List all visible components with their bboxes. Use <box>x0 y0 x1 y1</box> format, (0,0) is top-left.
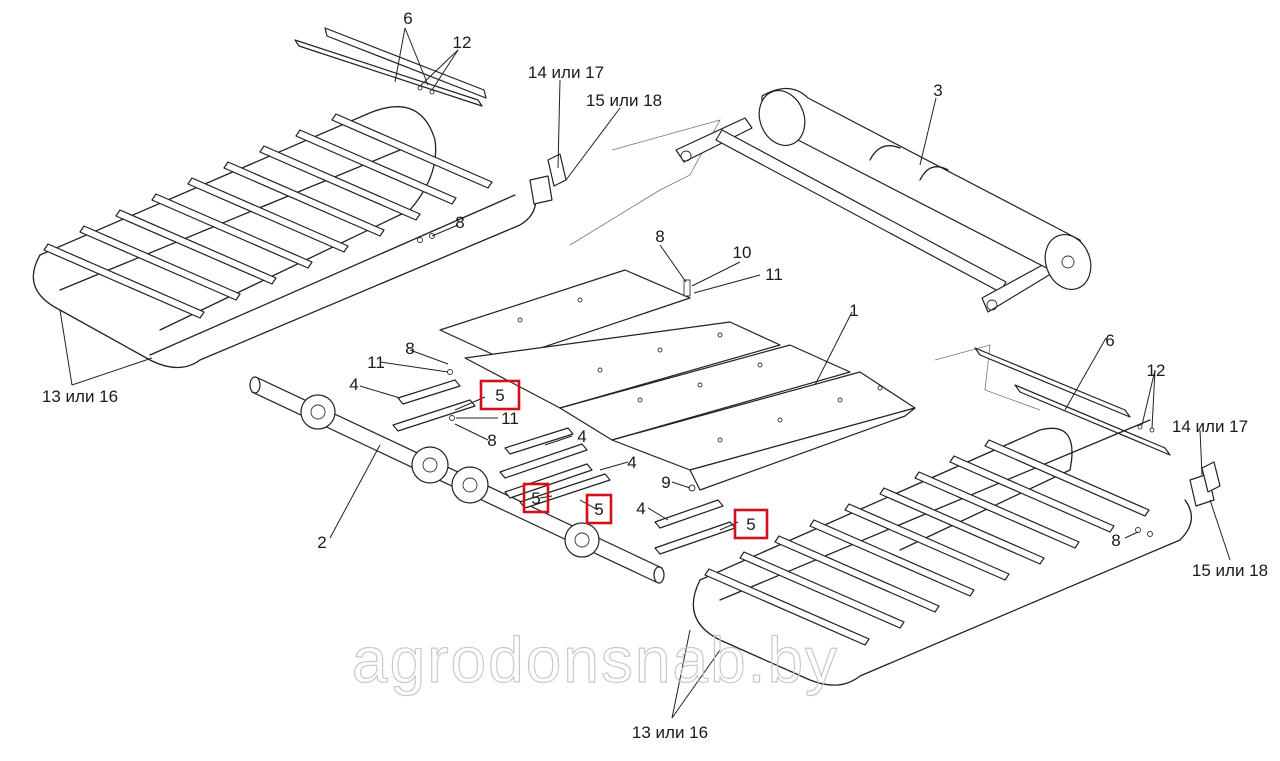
label-8-left: 8 <box>405 339 414 358</box>
label-13-16-bottom: 13 или 16 <box>632 723 708 742</box>
callout-labels: 6 12 14 или 17 15 или 18 8 3 8 10 11 1 8… <box>42 9 1268 742</box>
chain-conveyor-right <box>692 419 1221 686</box>
highlight-box-5a <box>479 379 521 411</box>
label-8-right: 8 <box>1111 531 1120 550</box>
label-11-left: 11 <box>367 353 385 372</box>
label-2: 2 <box>317 533 326 552</box>
highlight-box-5c <box>585 493 613 525</box>
highlight-box-5b <box>522 482 550 514</box>
label-4-a: 4 <box>349 375 358 394</box>
label-5-a: 5 <box>495 386 504 405</box>
guide-rails-upper <box>294 27 487 107</box>
sprocket-3 <box>451 466 489 504</box>
label-4-b: 4 <box>577 427 586 446</box>
label-15-18-top: 15 или 18 <box>586 91 662 110</box>
label-4-c: 4 <box>627 453 636 472</box>
label-4-d: 4 <box>636 499 645 518</box>
label-3: 3 <box>933 81 942 100</box>
label-1: 1 <box>849 301 858 320</box>
highlight-box-5d <box>733 508 769 540</box>
label-11-center: 11 <box>501 409 519 428</box>
chain-slats-left <box>43 113 493 319</box>
guide-rails-right <box>974 347 1171 456</box>
sprocket-1 <box>300 394 336 430</box>
label-9: 9 <box>661 473 670 492</box>
chain-conveyor-left <box>32 106 567 369</box>
label-6-top: 6 <box>403 9 412 28</box>
chain-slats-right <box>704 439 1150 646</box>
part-5-highlights <box>479 379 769 540</box>
assembly-guide-lines <box>569 119 1041 411</box>
label-6-right: 6 <box>1105 331 1114 350</box>
label-14-17-right: 14 или 17 <box>1172 417 1248 436</box>
drive-shaft <box>249 376 665 584</box>
floor-plates <box>439 269 916 491</box>
label-12-right: 12 <box>1147 361 1166 380</box>
label-11-right: 11 <box>765 265 783 284</box>
label-5-c: 5 <box>594 500 603 519</box>
label-5-b: 5 <box>531 489 540 508</box>
label-14-17-top: 14 или 17 <box>528 63 604 82</box>
watermark-text: agrodonsnab.by <box>352 624 839 696</box>
roller-assembly <box>675 87 1092 313</box>
label-5-d: 5 <box>746 515 755 534</box>
mounting-strips <box>392 379 736 555</box>
label-13-16-left: 13 или 16 <box>42 387 118 406</box>
label-12-top: 12 <box>453 33 472 52</box>
label-8-top: 8 <box>455 213 464 232</box>
label-8-lower: 8 <box>487 431 496 450</box>
label-8-center: 8 <box>655 227 664 246</box>
label-15-18-right: 15 или 18 <box>1192 561 1268 580</box>
sprocket-4 <box>564 522 600 558</box>
leader-lines <box>59 27 1231 719</box>
sprocket-2 <box>411 446 449 484</box>
plate-bolt-holes <box>517 297 883 443</box>
label-10: 10 <box>733 243 752 262</box>
